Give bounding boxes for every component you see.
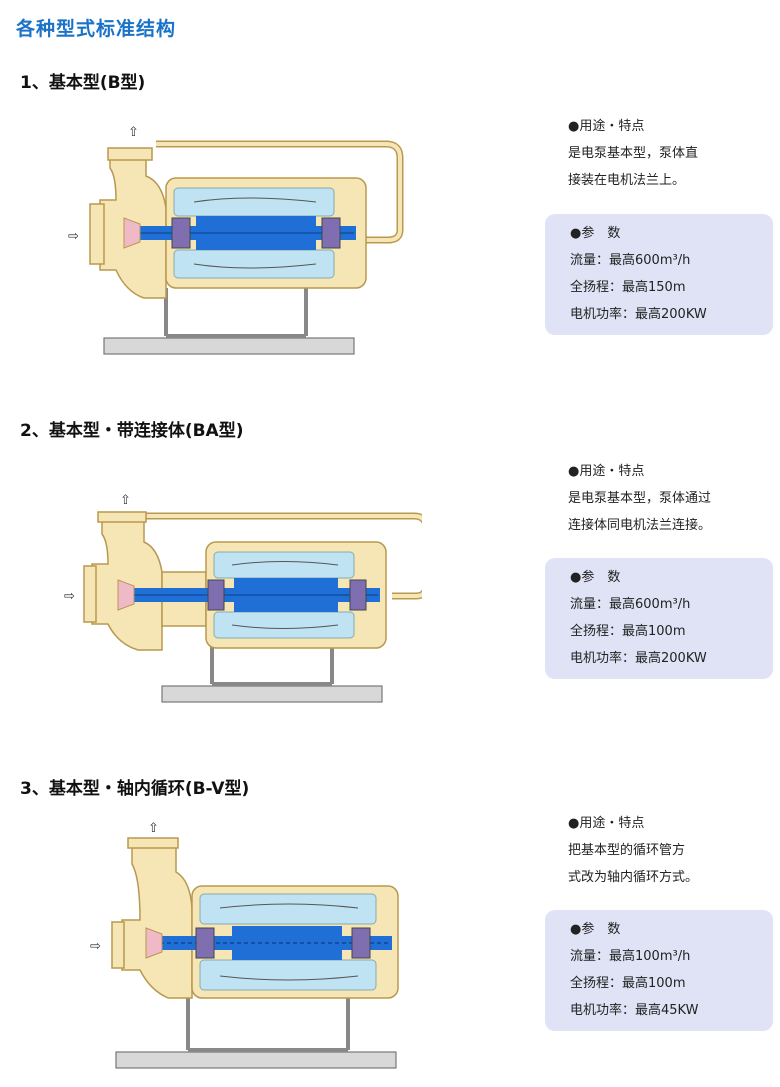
params-header: ●参 数 [570, 922, 621, 937]
base-plate [161, 685, 383, 703]
bearing-rear [349, 579, 367, 611]
params-panel-bv: ●参 数 流量：最高100m³/h 全扬程：最高100m 电机功率：最高45KW [545, 910, 773, 1031]
section-title-ba: 2、基本型・带连接体(BA型) [20, 421, 244, 441]
param-head: 全扬程：最高100m [570, 976, 686, 991]
discharge-flange [107, 147, 153, 161]
param-power: 电机功率：最高200KW [570, 651, 707, 666]
support-frame [186, 998, 350, 1052]
params-header: ●参 数 [570, 570, 621, 585]
usage-line: 连接体同电机法兰连接。 [568, 518, 712, 533]
usage-block-bv: ●用途・特点 把基本型的循环管方 式改为轴内循环方式。 [568, 810, 698, 891]
cooling-jacket-bottom [199, 959, 377, 991]
usage-block-b: ●用途・特点 是电泵基本型，泵体直 接装在电机法兰上。 [568, 113, 698, 194]
usage-line: 是电泵基本型，泵体通过 [568, 491, 712, 506]
bearing-rear [351, 927, 371, 959]
pump-casing [121, 845, 193, 999]
inlet-arrow-icon: ⇨ [68, 229, 79, 244]
support-frame [164, 288, 308, 338]
pump-diagram-bv: ⇧ ⇨ [90, 822, 399, 1069]
bearing-front [207, 579, 225, 611]
suction-flange [83, 565, 97, 623]
page-title: 各种型式标准结构 [16, 18, 177, 40]
params-panel-b: ●参 数 流量：最高600m³/h 全扬程：最高150m 电机功率：最高200K… [545, 214, 773, 335]
outlet-arrow-icon: ⇧ [120, 493, 131, 508]
inlet-arrow-icon: ⇨ [64, 589, 75, 604]
base-plate [115, 1051, 397, 1069]
usage-header: ●用途・特点 [568, 119, 645, 134]
params-panel-ba: ●参 数 流量：最高600m³/h 全扬程：最高100m 电机功率：最高200K… [545, 558, 773, 679]
param-head: 全扬程：最高150m [570, 280, 686, 295]
discharge-flange [127, 837, 179, 849]
usage-line: 把基本型的循环管方 [568, 843, 686, 858]
pump-diagram-ba: ⇧ ⇨ [64, 493, 422, 703]
outlet-arrow-icon: ⇧ [148, 822, 159, 836]
usage-block-ba: ●用途・特点 是电泵基本型，泵体通过 连接体同电机法兰连接。 [568, 458, 711, 539]
outlet-arrow-icon: ⇧ [128, 125, 139, 140]
param-flow: 流量：最高100m³/h [570, 949, 691, 964]
section-title-b: 1、基本型(B型) [20, 73, 146, 93]
param-power: 电机功率：最高200KW [570, 307, 707, 322]
param-flow: 流量：最高600m³/h [570, 253, 691, 268]
bearing-front [171, 217, 191, 249]
param-flow: 流量：最高600m³/h [570, 597, 691, 612]
impeller [123, 217, 141, 249]
cooling-jacket-top [173, 187, 335, 217]
section-title-bv: 3、基本型・轴内循环(B-V型) [20, 779, 250, 799]
usage-line: 接装在电机法兰上。 [568, 173, 686, 188]
inlet-arrow-icon: ⇨ [90, 939, 101, 954]
usage-line: 式改为轴内循环方式。 [568, 870, 699, 885]
usage-header: ●用途・特点 [568, 464, 645, 479]
usage-line: 是电泵基本型，泵体直 [568, 146, 699, 161]
usage-header: ●用途・特点 [568, 816, 645, 831]
suction-flange [111, 921, 125, 969]
discharge-flange [97, 511, 147, 523]
impeller [145, 927, 163, 959]
params-header: ●参 数 [570, 226, 621, 241]
impeller [117, 579, 135, 611]
suction-flange [89, 203, 105, 265]
param-head: 全扬程：最高100m [570, 624, 686, 639]
cooling-jacket-top [199, 893, 377, 925]
param-power: 电机功率：最高45KW [570, 1003, 699, 1018]
bearing-rear [321, 217, 341, 249]
cooling-jacket-bottom [173, 249, 335, 279]
pump-diagram-b: ⇧ ⇨ [68, 125, 404, 355]
bearing-front [195, 927, 215, 959]
base-plate [103, 337, 355, 355]
